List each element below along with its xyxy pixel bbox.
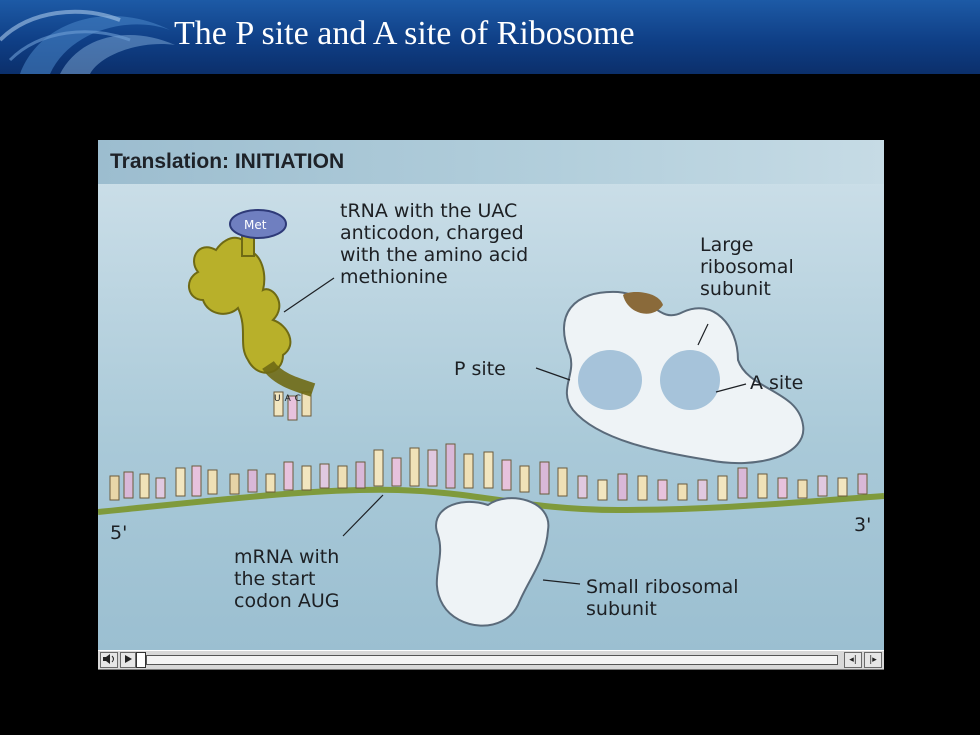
slide-header: The P site and A site of Ribosome [0, 0, 980, 74]
play-icon[interactable] [120, 652, 136, 668]
frame-forward-button[interactable]: |▸ [864, 652, 882, 668]
small-ribosomal-subunit [435, 497, 550, 627]
p-site-label: P site [454, 358, 506, 380]
step-icon[interactable] [136, 652, 146, 668]
progress-track[interactable] [146, 655, 838, 665]
a-site-pocket [660, 350, 720, 410]
anticodon-label: UAC [274, 394, 305, 404]
met-label: Met [244, 218, 267, 232]
large-subunit-label: Large ribosomal subunit [700, 234, 794, 300]
met-amino-acid [229, 209, 287, 239]
trna-label: tRNA with the UAC anticodon, charged wit… [340, 200, 529, 288]
speaker-icon[interactable] [100, 652, 118, 668]
mrna-label: mRNA with the start codon AUG [234, 546, 340, 612]
header-swirl-decoration [0, 9, 175, 74]
exit-channel [623, 292, 663, 314]
five-prime-label: 5' [110, 522, 128, 544]
a-site-label: A site [750, 372, 804, 394]
p-site-pocket [578, 350, 642, 410]
mrna-bases [109, 443, 868, 501]
frame-back-button[interactable]: ◂| [844, 652, 862, 668]
trna-molecule [188, 236, 292, 374]
diagram-heading: Translation: INITIATION [110, 150, 345, 173]
media-player-bar: ◂| |▸ [98, 650, 884, 670]
heading-band [98, 140, 884, 184]
slide-title: The P site and A site of Ribosome [174, 15, 635, 52]
translation-diagram-svg [98, 209, 884, 627]
diagram-panel: Translation: INITIATION Met tRNA with th… [98, 140, 884, 650]
three-prime-label: 3' [854, 514, 872, 536]
small-subunit-label: Small ribosomal subunit [586, 576, 739, 620]
